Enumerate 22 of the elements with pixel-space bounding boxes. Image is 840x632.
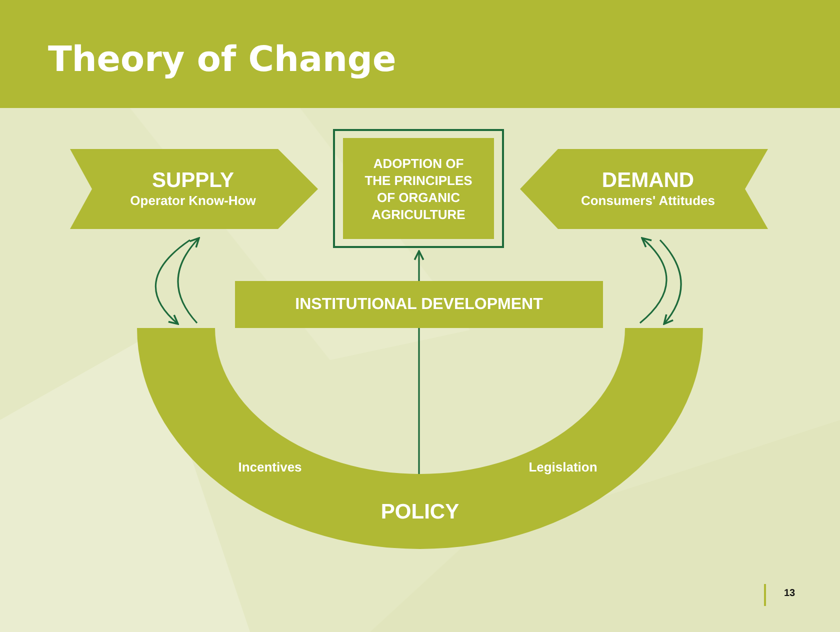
slide-title: Theory of Change — [48, 39, 396, 82]
curved-arrow — [639, 237, 668, 324]
arc-text: Incentives — [238, 458, 302, 476]
framed-box — [333, 129, 504, 248]
banner-box — [235, 281, 603, 328]
arrow — [414, 250, 424, 281]
arc-heading: POLICY — [380, 500, 460, 524]
curved-arrow — [177, 237, 200, 324]
box-text: INSTITUTIONAL DEVELOPMENT — [295, 294, 543, 314]
banner-subheading: Consumers' Attitudes — [580, 193, 716, 209]
banner-subheading: Operator Know-How — [130, 193, 256, 209]
chevron-banner — [520, 149, 768, 229]
arc-text: Legislation — [528, 458, 598, 476]
banner-heading: DEMAND — [602, 169, 694, 193]
curved-arrow — [659, 239, 682, 325]
chevron-banner — [70, 149, 318, 229]
banner-heading: SUPPLY — [152, 169, 234, 193]
connector-line — [418, 328, 420, 474]
page-number: 13 — [784, 587, 796, 601]
box-text: ADOPTION OF THE PRINCIPLES OF ORGANIC AGRICULTURE — [364, 154, 474, 222]
curved-arrow — [155, 239, 190, 325]
arc-band — [137, 328, 703, 550]
